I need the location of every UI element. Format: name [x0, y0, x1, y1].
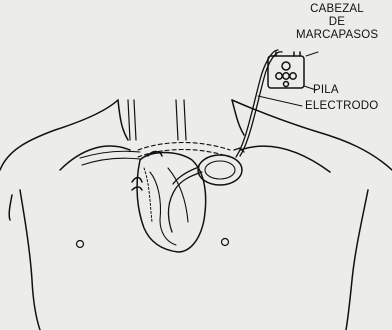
- neck-vessels: [128, 100, 186, 140]
- pacemaker-head-label-line3: MARCAPASOS: [296, 29, 378, 42]
- implanted-pacemaker: [198, 155, 242, 185]
- pacemaker-head-label-line2: DE: [296, 16, 378, 29]
- torso-outline: [0, 100, 392, 330]
- electrode-label: ELECTRODO: [305, 100, 378, 113]
- heart: [132, 152, 206, 253]
- battery-label: PILA: [313, 84, 339, 97]
- pacemaker-head-label-line1: CABEZAL: [296, 3, 378, 16]
- pacemaker-head-label: CABEZAL DE MARCAPASOS: [296, 3, 378, 42]
